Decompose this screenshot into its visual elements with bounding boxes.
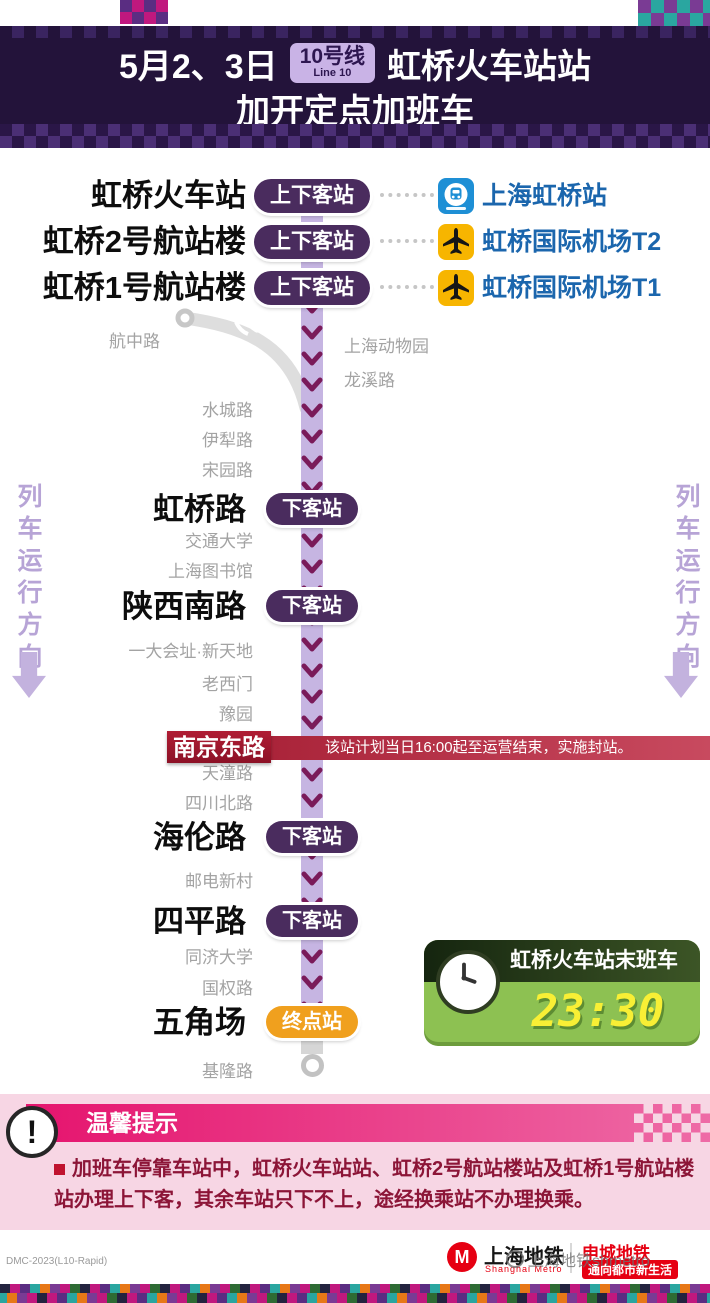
notice-text: 加班车停靠车站中，虹桥火车站站、虹桥2号航站楼站及虹桥1号航站楼站办理上下客，其… bbox=[54, 1154, 702, 1216]
line10-badge-en: Line 10 bbox=[313, 67, 352, 80]
metro-logo-icon: M bbox=[447, 1242, 477, 1272]
boarding-badge: 上下客站 bbox=[254, 225, 370, 259]
last-train-time: 23:30 bbox=[531, 986, 665, 1037]
top-right-checker-decoration bbox=[638, 0, 710, 26]
airport-icon bbox=[438, 224, 474, 260]
station-label: 上海图书馆 bbox=[168, 562, 253, 581]
watermark-logo-icon bbox=[506, 1250, 524, 1268]
closed-station-name: 南京东路 bbox=[167, 731, 271, 763]
line10-badge: 10号线 Line 10 bbox=[289, 43, 376, 83]
header-mosaic-bottom bbox=[0, 124, 710, 148]
hub-row-terminal1: 虹桥1号航站楼 上下客站 虹桥国际机场T1 bbox=[0, 268, 710, 308]
station-name: 五角场 bbox=[153, 1005, 246, 1040]
top-left-checker-decoration bbox=[120, 0, 168, 24]
notice-title-bar: 温馨提示 bbox=[26, 1104, 710, 1142]
bullet-square bbox=[54, 1164, 65, 1175]
brand-name: 上海地铁 bbox=[484, 1246, 564, 1268]
dotted-connector bbox=[380, 285, 434, 289]
station-label: 国权路 bbox=[202, 979, 253, 998]
linked-station-name: 虹桥国际机场T1 bbox=[482, 274, 662, 302]
dotted-connector bbox=[380, 239, 434, 243]
header-station-title: 虹桥火车站站 bbox=[387, 47, 592, 86]
station-label: 龙溪路 bbox=[344, 371, 395, 390]
boarding-badge: 上下客站 bbox=[254, 179, 370, 213]
station-label: 同济大学 bbox=[185, 948, 253, 967]
stop-row-hailun-rd: 海伦路 下客站 bbox=[0, 820, 710, 856]
station-name: 虹桥2号航站楼 bbox=[42, 224, 246, 259]
alert-icon: ! bbox=[6, 1106, 58, 1158]
stop-row-shaanxi-south-rd: 陕西南路 下客站 bbox=[0, 589, 710, 625]
station-label: 一大会址·新天地 bbox=[128, 642, 253, 661]
station-label: 天潼路 bbox=[202, 764, 253, 783]
station-name: 陕西南路 bbox=[122, 589, 246, 624]
branch-track bbox=[175, 308, 313, 412]
bottom-checker-strip bbox=[0, 1284, 710, 1303]
alight-badge: 下客站 bbox=[266, 493, 358, 525]
footer-slogan-1: 申城地铁 bbox=[582, 1244, 650, 1263]
station-label: 邮电新村 bbox=[185, 872, 253, 891]
railway-station-icon bbox=[438, 178, 474, 214]
station-label: 四川北路 bbox=[185, 794, 253, 813]
station-label: 基隆路 bbox=[202, 1062, 253, 1081]
alight-badge: 下客站 bbox=[266, 905, 358, 937]
last-train-box: 虹桥火车站末班车 23:30 bbox=[424, 940, 700, 1042]
station-label: 上海动物园 bbox=[344, 337, 429, 356]
watermark-text: 上海地铁shmetro bbox=[528, 1253, 650, 1270]
linked-station-name: 上海虹桥站 bbox=[482, 182, 608, 210]
boarding-badge: 上下客站 bbox=[254, 271, 370, 305]
terminal-badge: 终点站 bbox=[266, 1006, 358, 1038]
station-label: 交通大学 bbox=[185, 532, 253, 551]
stop-row-wujiaochang: 五角场 终点站 bbox=[0, 1005, 710, 1041]
line-end-circle bbox=[301, 1054, 324, 1077]
station-name: 四平路 bbox=[153, 904, 246, 939]
station-label: 豫园 bbox=[219, 705, 253, 724]
line10-badge-name: 10号线 bbox=[299, 45, 366, 69]
last-train-title: 虹桥火车站末班车 bbox=[510, 949, 678, 972]
station-name: 虹桥1号航站楼 bbox=[42, 270, 246, 305]
branch-terminus-circle bbox=[175, 308, 195, 328]
stop-row-hongqiao-rd: 虹桥路 下客站 bbox=[0, 492, 710, 528]
linked-station-name: 虹桥国际机场T2 bbox=[482, 228, 662, 256]
header: 5月2、3日 10号线 Line 10 虹桥火车站站 加开定点加班车 bbox=[0, 26, 710, 148]
clock-icon bbox=[436, 950, 500, 1014]
notice-section: 温馨提示 ! 加班车停靠车站中，虹桥火车站站、虹桥2号航站楼站及虹桥1号航站楼站… bbox=[0, 1094, 710, 1230]
bottom-checker-row1 bbox=[0, 1284, 710, 1294]
alight-badge: 下客站 bbox=[266, 590, 358, 622]
airport-icon bbox=[438, 270, 474, 306]
hub-row-hongqiao-railway: 虹桥火车站 上下客站 上海虹桥站 bbox=[0, 176, 710, 216]
hub-row-terminal2: 虹桥2号航站楼 上下客站 虹桥国际机场T2 bbox=[0, 222, 710, 262]
header-date: 5月2、3日 bbox=[118, 47, 278, 86]
dotted-connector bbox=[380, 193, 434, 197]
direction-label-left: 列车运行方向 bbox=[14, 483, 42, 675]
station-label: 水城路 bbox=[202, 401, 253, 420]
station-name: 虹桥火车站 bbox=[91, 178, 246, 213]
direction-label-right: 列车运行方向 bbox=[672, 483, 700, 675]
notice-title: 温馨提示 bbox=[86, 1110, 178, 1136]
footer-code: DMC-2023(L10-Rapid) bbox=[6, 1256, 108, 1267]
notice-text-content: 加班车停靠车站中，虹桥火车站站、虹桥2号航站楼站及虹桥1号航站楼站办理上下客，其… bbox=[54, 1158, 695, 1211]
station-name: 海伦路 bbox=[153, 820, 246, 855]
watermark: 上海地铁shmetro bbox=[506, 1247, 650, 1271]
station-label: 航中路 bbox=[109, 332, 160, 351]
bottom-checker-row2 bbox=[0, 1293, 710, 1303]
station-name: 虹桥路 bbox=[153, 492, 246, 527]
notice-bar-checker-decoration bbox=[634, 1104, 710, 1142]
footer-slogan-2: 通向都市新生活 bbox=[582, 1260, 679, 1279]
station-label: 伊犁路 bbox=[202, 431, 253, 450]
station-label: 老西门 bbox=[202, 675, 253, 694]
closed-station-note: 该站计划当日16:00起至运营结束，实施封站。 bbox=[325, 739, 633, 756]
alight-badge: 下客站 bbox=[266, 821, 358, 853]
footer-divider bbox=[570, 1243, 572, 1273]
brand-name-en: Shanghai Metro bbox=[485, 1264, 563, 1274]
station-label: 宋园路 bbox=[202, 461, 253, 480]
stop-row-siping-rd: 四平路 下客站 bbox=[0, 904, 710, 940]
header-title-line1: 5月2、3日 10号线 Line 10 虹桥火车站站 bbox=[0, 42, 710, 86]
header-mosaic-top bbox=[0, 26, 710, 38]
